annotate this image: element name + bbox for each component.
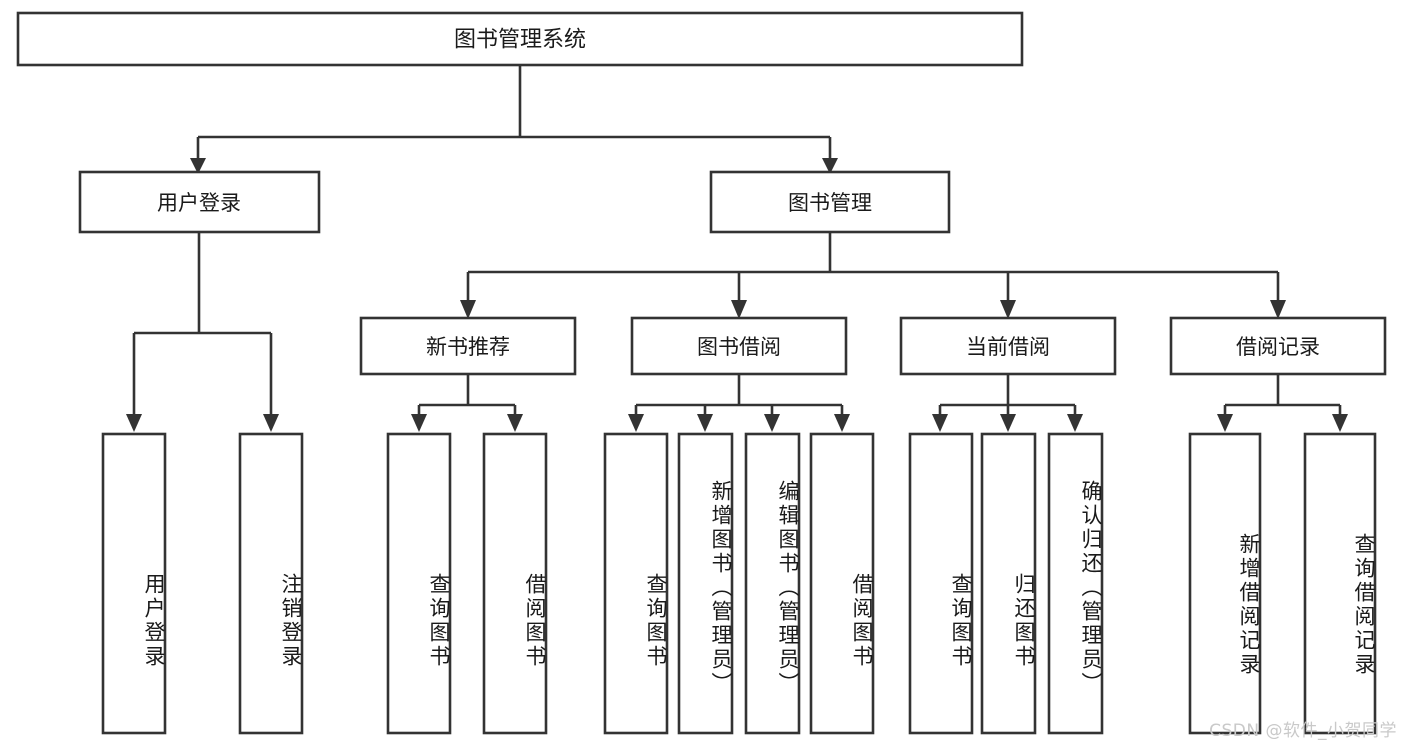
node-root-system[interactable]: 图书管理系统 (16, 11, 1024, 67)
node-user-login[interactable]: 用户登录 (78, 170, 321, 234)
arrow-head-leaf-logout (263, 414, 279, 432)
arrow-head-cb-leaf3 (1067, 414, 1083, 432)
connector-book-manage-children (460, 232, 1286, 319)
arrow-head-book-borrow (731, 300, 747, 319)
node-current-borrow-label: 当前借阅 (966, 335, 1050, 359)
node-book-borrow-box[interactable] (630, 316, 848, 376)
node-borrow-record[interactable]: 借阅记录 (1169, 316, 1387, 376)
leaf-box-bb-query-book[interactable] (603, 432, 669, 735)
leaf-box-br-add-record[interactable] (1188, 432, 1262, 735)
node-book-borrow-label: 图书借阅 (697, 335, 781, 359)
node-user-login-label: 用户登录 (157, 191, 241, 215)
connector-new-book-children (411, 374, 523, 432)
arrow-head-bb-leaf1 (628, 414, 644, 432)
arrow-head-borrow-record (1270, 300, 1286, 319)
connector-user-login-children (126, 232, 279, 432)
leaf-box-br-query-record[interactable] (1303, 432, 1377, 735)
arrow-head-bb-leaf2 (697, 414, 713, 432)
arrow-head-new-book (460, 300, 476, 319)
connector-current-borrow-children (932, 374, 1083, 432)
arrow-head-user-login (190, 158, 206, 174)
leaf-box-user-login[interactable] (101, 432, 167, 735)
node-current-borrow-box[interactable] (899, 316, 1117, 376)
leaf-box-nb-query-book[interactable] (386, 432, 452, 735)
leaf-box-nb-borrow-book[interactable] (482, 432, 548, 735)
node-borrow-record-box[interactable] (1169, 316, 1387, 376)
connector-book-borrow-children (628, 374, 850, 432)
watermark-text: CSDN @软件_小贺同学 (1209, 721, 1397, 741)
arrow-head-nb-leaf2 (507, 414, 523, 432)
arrow-head-br-leaf1 (1217, 414, 1233, 432)
node-book-manage[interactable]: 图书管理 (709, 170, 951, 234)
node-new-book-recommend[interactable]: 新书推荐 (359, 316, 577, 376)
node-book-borrow[interactable]: 图书借阅 (630, 316, 848, 376)
arrow-head-br-leaf2 (1332, 414, 1348, 432)
leaf-box-bb-borrow-book[interactable] (809, 432, 875, 735)
leaf-box-cb-query-book[interactable] (908, 432, 974, 735)
node-new-book-recommend-label: 新书推荐 (426, 335, 510, 359)
arrow-head-book-manage (822, 158, 838, 174)
connector-borrow-record-children (1217, 374, 1348, 432)
node-new-book-recommend-box[interactable] (359, 316, 577, 376)
connector-root-to-level2 (190, 65, 838, 174)
node-root-system-box[interactable] (16, 11, 1024, 67)
node-book-manage-box[interactable] (709, 170, 951, 234)
arrow-head-bb-leaf4 (834, 414, 850, 432)
arrow-head-bb-leaf3 (764, 414, 780, 432)
arrow-head-nb-leaf1 (411, 414, 427, 432)
node-root-system-label: 图书管理系统 (454, 28, 586, 53)
arrow-head-cb-leaf2 (1000, 414, 1016, 432)
leaf-box-cb-confirm-return[interactable] (1047, 432, 1104, 735)
node-user-login-box[interactable] (78, 170, 321, 234)
leaf-box-logout[interactable] (238, 432, 304, 735)
node-current-borrow[interactable]: 当前借阅 (899, 316, 1117, 376)
leaf-box-bb-add-book[interactable] (677, 432, 734, 735)
arrow-head-current-borrow (1000, 300, 1016, 319)
node-book-manage-label: 图书管理 (788, 191, 872, 215)
node-borrow-record-label: 借阅记录 (1236, 335, 1320, 359)
leaf-box-bb-edit-book[interactable] (744, 432, 801, 735)
arrow-head-cb-leaf1 (932, 414, 948, 432)
leaf-box-cb-return-book[interactable] (980, 432, 1037, 735)
arrow-head-leaf-user-login (126, 414, 142, 432)
